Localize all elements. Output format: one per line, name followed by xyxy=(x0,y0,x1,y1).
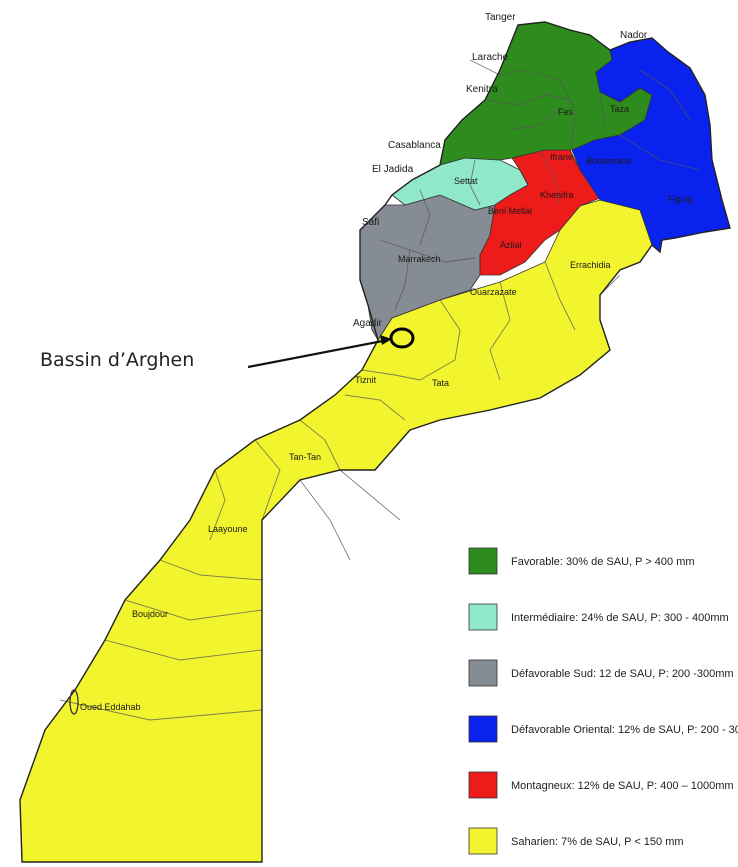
bassin-callout-label: Bassin d’Arghen xyxy=(40,349,194,371)
city-label-tata: Tata xyxy=(432,378,449,388)
legend-label-defavorable-oriental: Défavorable Oriental: 12% de SAU, P: 200… xyxy=(511,724,738,736)
legend-label-favorable: Favorable: 30% de SAU, P > 400 mm xyxy=(511,556,695,568)
legend-swatch-saharien xyxy=(468,827,498,855)
city-label-figuig: Figuig xyxy=(668,194,693,204)
legend-swatch-favorable xyxy=(468,547,498,575)
callout-arrow-head xyxy=(380,335,392,345)
bassin-location-marker xyxy=(389,327,415,349)
province-borders xyxy=(59,59,701,721)
city-label-laayoune: Laayoune xyxy=(208,524,248,534)
city-label-boulemane: Boulemane xyxy=(586,156,632,166)
city-label-errachidia: Errachidia xyxy=(570,260,611,270)
city-label-taza: Taza xyxy=(610,104,629,114)
legend-label-defavorable-sud: Défavorable Sud: 12 de SAU, P: 200 -300m… xyxy=(511,668,734,680)
legend-label-montagneux: Montagneux: 12% de SAU, P: 400 – 1000mm xyxy=(511,780,734,792)
bassin-callout: Bassin d’Arghen xyxy=(40,327,415,371)
city-label-marrakech: Marrakech xyxy=(398,254,441,264)
city-label-settat: Settat xyxy=(454,176,478,186)
city-label-beni-mellal: Beni Mellal xyxy=(488,206,532,216)
legend-swatch-montagneux xyxy=(468,771,498,799)
city-label-tiznit: Tiznit xyxy=(355,375,377,385)
legend-swatch-intermediaire xyxy=(468,603,498,631)
legend-label-saharien: Saharien: 7% de SAU, P < 150 mm xyxy=(511,836,684,848)
legend-swatch-defavorable-sud xyxy=(468,659,498,687)
dakhla-peninsula-marker xyxy=(69,689,79,715)
callout-arrow-line xyxy=(247,338,389,369)
legend: Favorable: 30% de SAU, P > 400 mm Intermé… xyxy=(468,547,738,855)
city-label-casablanca: Casablanca xyxy=(388,140,441,151)
city-label-oued-eddahab: Oued Eddahab xyxy=(80,702,141,712)
city-label-larache: Larache xyxy=(472,52,509,63)
city-label-boujdour: Boujdour xyxy=(132,609,168,619)
country-outline xyxy=(19,21,731,863)
city-label-tan-tan: Tan-Tan xyxy=(289,452,321,462)
city-label-agadir: Agadir xyxy=(353,318,383,329)
city-label-khenifra: Khenifra xyxy=(540,190,574,200)
city-label-ifrane: Ifrane xyxy=(550,152,573,162)
city-label-azilal: Azilal xyxy=(500,240,522,250)
city-label-safi: Safi xyxy=(362,217,379,228)
city-labels: Tanger Nador Larache Kenitra Fes Taza Ca… xyxy=(80,12,693,712)
city-label-ouarzazate: Ouarzazate xyxy=(470,287,517,297)
city-label-kenitra: Kenitra xyxy=(466,84,498,95)
city-label-nador: Nador xyxy=(620,30,648,41)
city-label-el-jadida: El Jadida xyxy=(372,164,414,175)
city-label-tanger: Tanger xyxy=(485,12,516,23)
city-label-fes: Fes xyxy=(558,107,574,117)
legend-swatch-defavorable-oriental xyxy=(468,715,498,743)
legend-label-intermediaire: Intermédiaire: 24% de SAU, P: 300 - 400m… xyxy=(511,612,729,624)
